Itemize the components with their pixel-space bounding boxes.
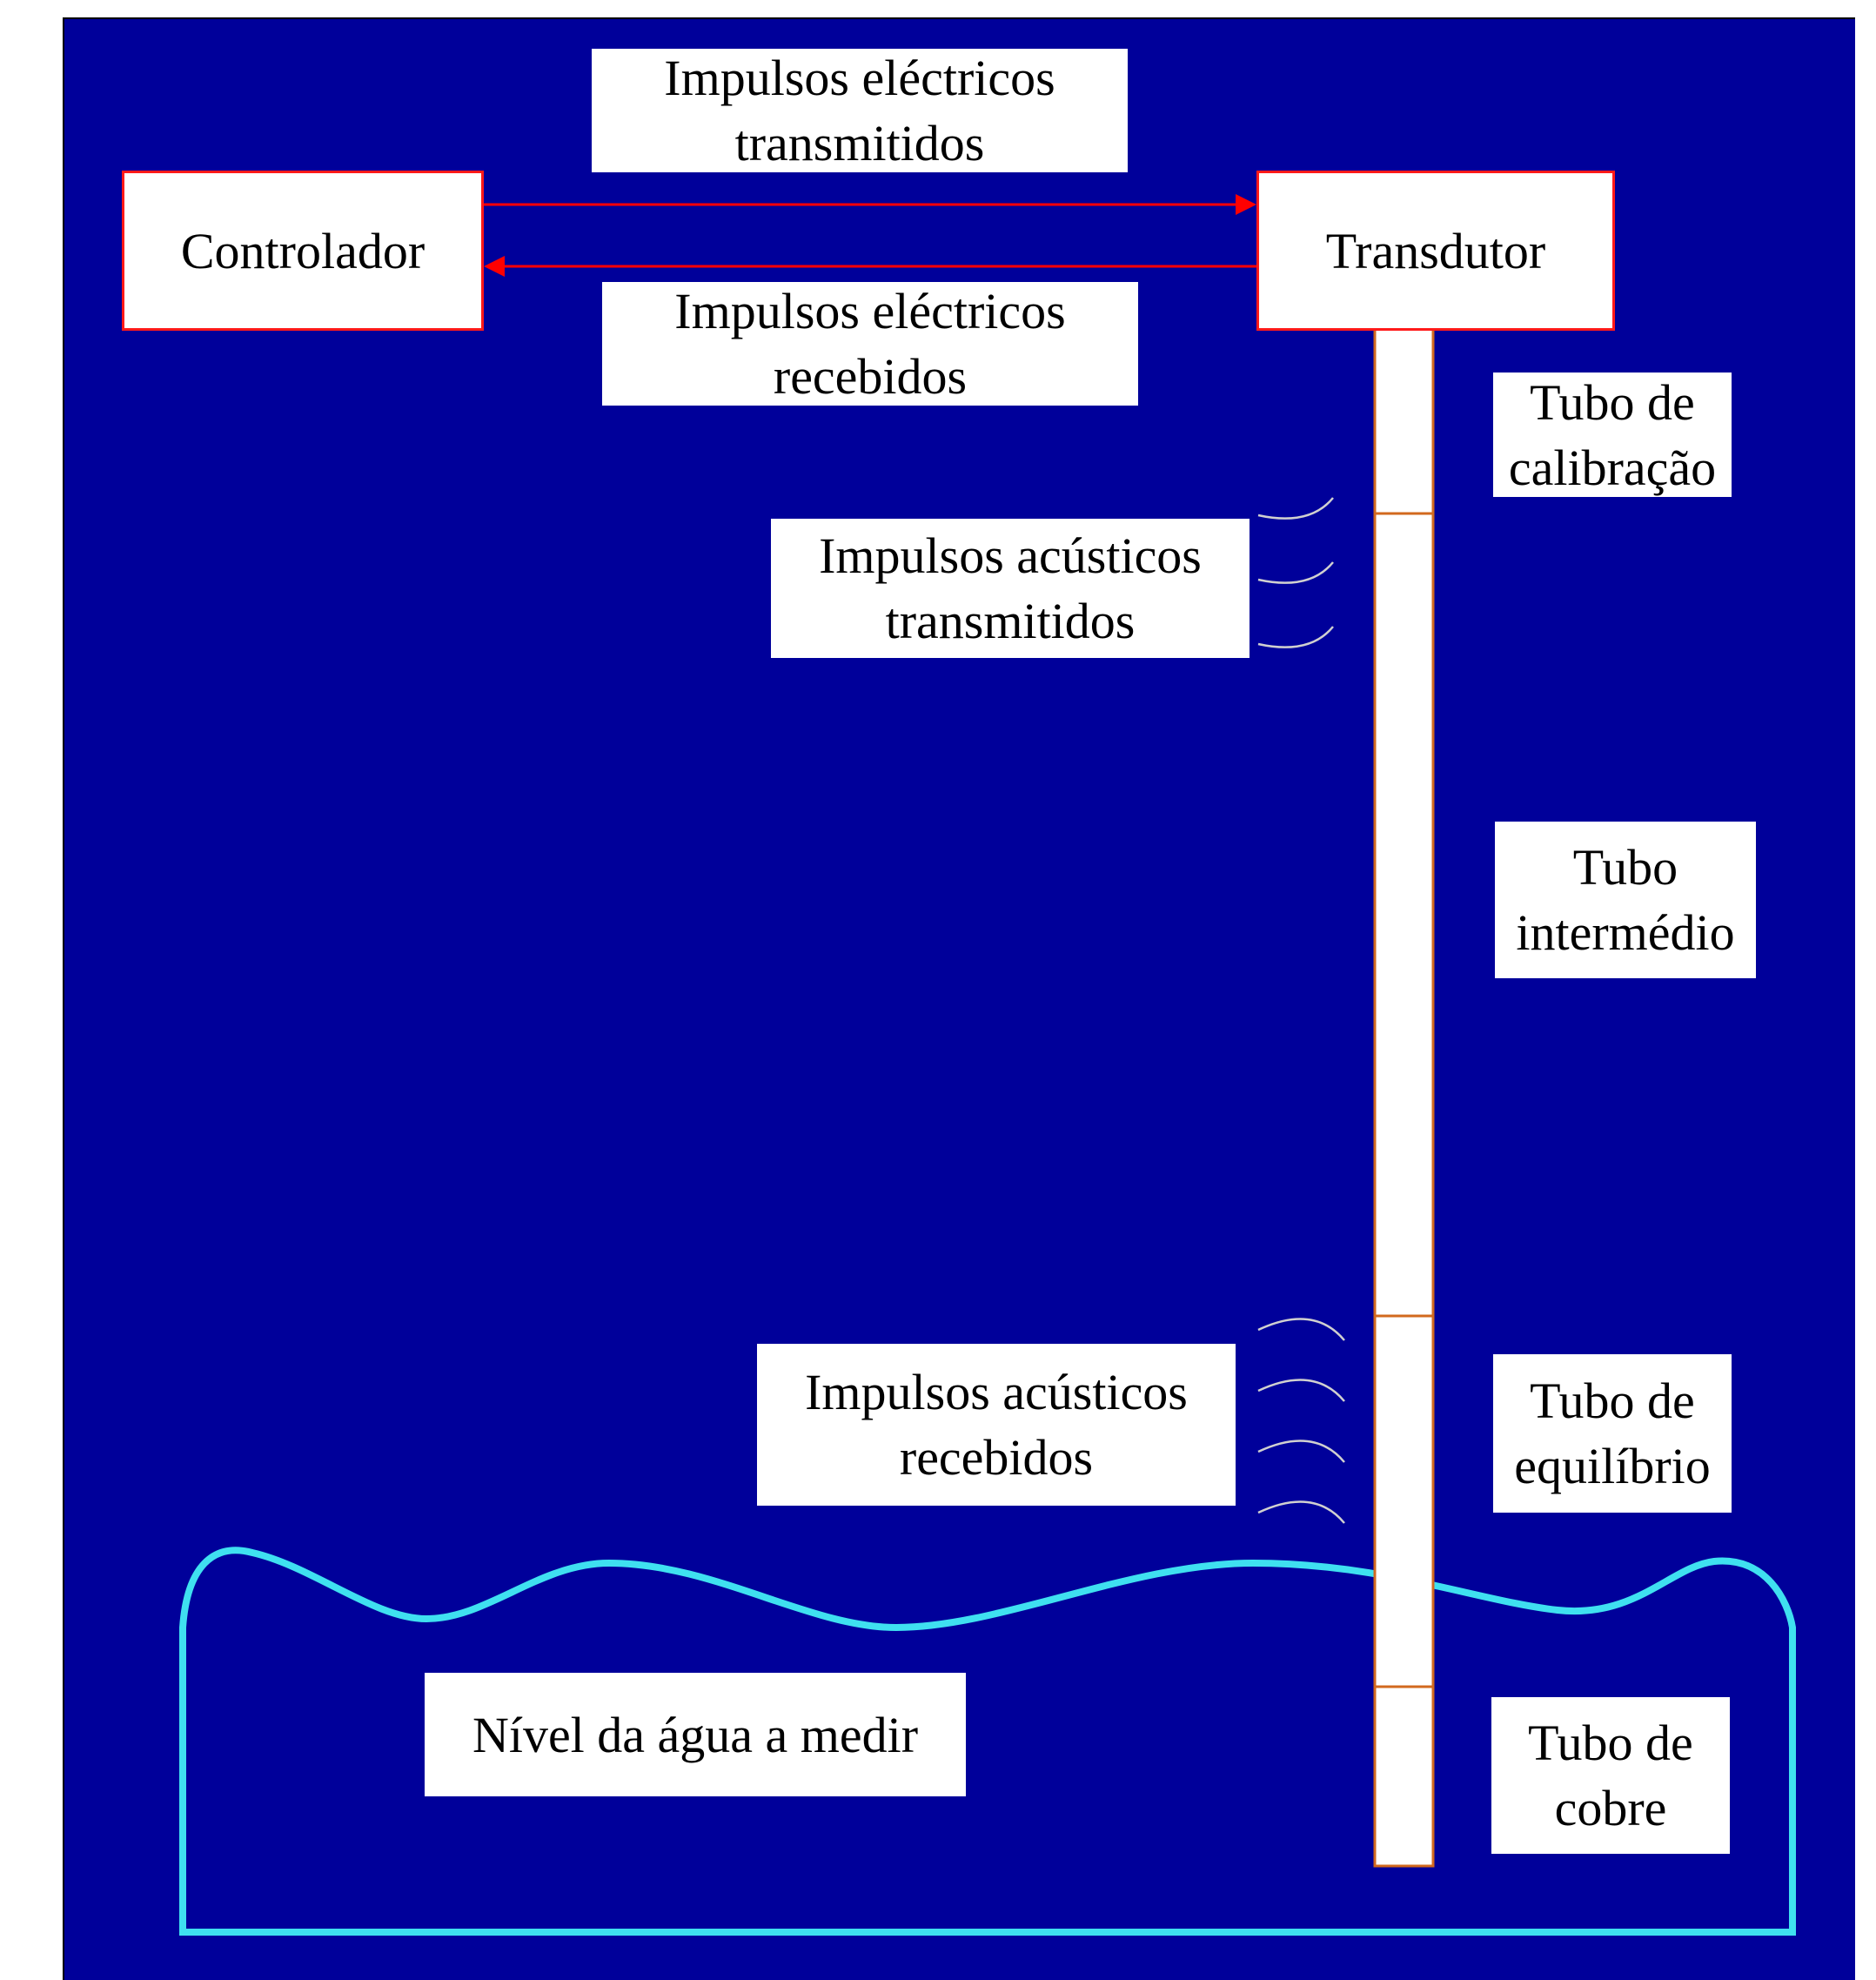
- acoustic-transmit-label: Impulsos acústicos transmitidos: [819, 527, 1202, 649]
- acoustic-waves-transmitted: [1257, 497, 1334, 648]
- acoustic-receive-label: Impulsos acústicos recebidos: [805, 1364, 1188, 1486]
- water-vessel: [179, 1547, 1796, 1936]
- electric-receive-label-box: Impulsos eléctricos recebidos: [602, 282, 1138, 406]
- water-level-label-box: Nível da água a medir: [425, 1673, 966, 1796]
- electric-transmit-label: Impulsos eléctricos transmitidos: [664, 50, 1055, 171]
- tube-copper-label-box: Tubo de cobre: [1491, 1697, 1730, 1854]
- electric-receive-label: Impulsos eléctricos recebidos: [674, 283, 1066, 405]
- arrow-receive: [484, 256, 1257, 277]
- acoustic-waves-received: [1257, 1318, 1345, 1524]
- controller-node: Controlador: [122, 171, 484, 331]
- controller-label: Controlador: [180, 222, 425, 279]
- transducer-label: Transdutor: [1325, 222, 1546, 279]
- arrow-transmit: [482, 194, 1256, 215]
- tube-equilibrium-label: Tubo de equilíbrio: [1514, 1373, 1711, 1494]
- acoustic-receive-label-box: Impulsos acústicos recebidos: [757, 1344, 1236, 1506]
- tube-calibration-label: Tubo de calibração: [1508, 373, 1717, 496]
- tube-copper-label: Tubo de cobre: [1528, 1715, 1693, 1836]
- tube-intermediate-label: Tubo intermédio: [1516, 839, 1735, 961]
- measurement-tube: [1373, 322, 1435, 1868]
- transducer-node: Transdutor: [1256, 171, 1615, 331]
- tube-intermediate-label-box: Tubo intermédio: [1495, 822, 1756, 978]
- tube-calibration-label-box: Tubo de calibração: [1493, 373, 1732, 497]
- water-level-label: Nível da água a medir: [472, 1706, 919, 1763]
- tube-equilibrium-label-box: Tubo de equilíbrio: [1493, 1354, 1732, 1513]
- acoustic-transmit-label-box: Impulsos acústicos transmitidos: [771, 519, 1250, 658]
- electric-transmit-label-box: Impulsos eléctricos transmitidos: [592, 49, 1128, 172]
